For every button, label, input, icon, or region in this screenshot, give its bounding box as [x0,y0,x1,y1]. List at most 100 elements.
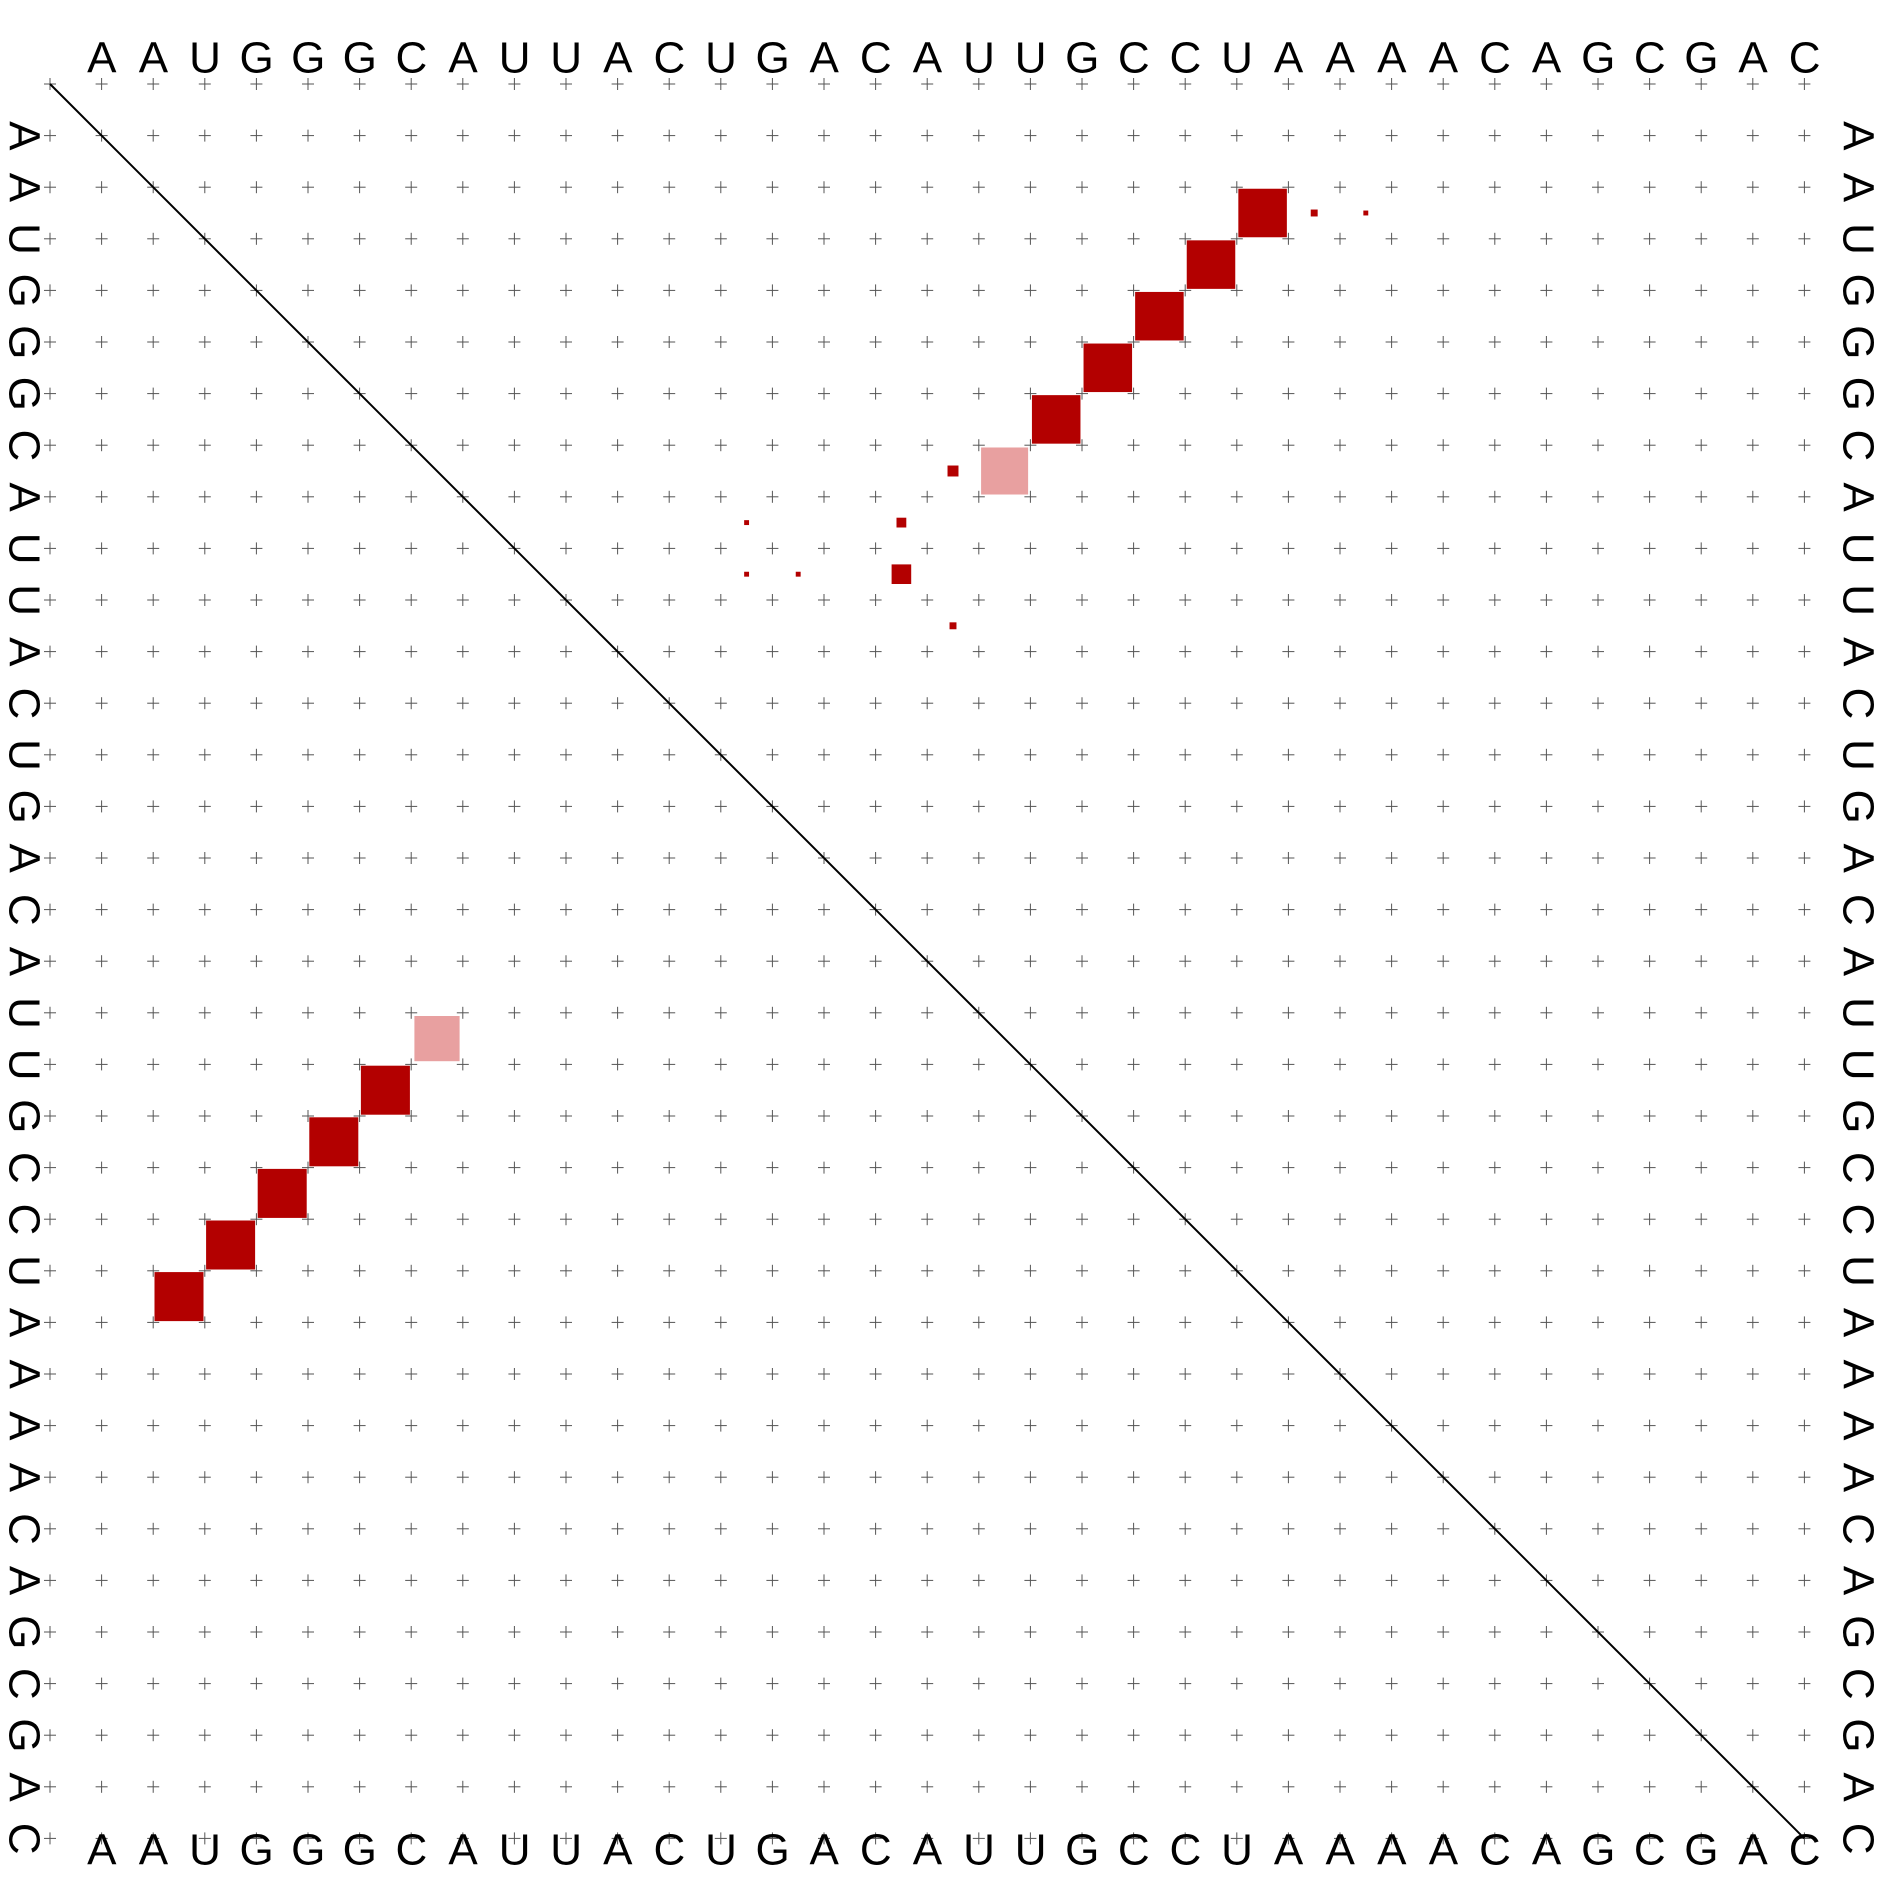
grid-tick [405,181,418,194]
grid-tick [1230,232,1243,245]
grid-tick [147,1522,160,1535]
top-nucleotide-label: A [1326,34,1356,83]
grid-tick [353,903,366,916]
grid-tick [1385,1677,1398,1690]
grid-tick [1127,748,1140,761]
grid-tick [663,1110,676,1122]
grid-tick [611,800,624,813]
grid-tick [405,1110,418,1122]
grid-tick [663,129,676,142]
grid-tick [1488,852,1501,864]
grid-tick [250,232,263,245]
grid-tick [1076,645,1088,658]
grid-tick [663,542,676,555]
grid-tick [95,1471,108,1484]
grid-tick [972,387,985,400]
grid-tick [818,1780,830,1793]
grid-tick [147,852,160,864]
grid-tick [714,903,727,916]
grid-tick [1179,903,1192,916]
grid-tick [663,1368,676,1380]
grid-tick [818,1419,830,1432]
grid-tick [1592,78,1604,90]
grid-tick [508,284,521,297]
grid-tick [302,490,314,503]
right-nucleotide-label: C [1834,894,1883,926]
grid-tick [1334,232,1346,245]
top-nucleotide-label: U [705,34,737,83]
grid-tick [921,1419,934,1432]
grid-tick [456,1780,469,1793]
grid-tick [1076,1161,1088,1174]
grid-tick [1230,955,1243,968]
grid-tick [198,387,211,400]
grid-tick [560,1677,572,1690]
grid-tick [1437,1006,1450,1019]
grid-tick [405,748,418,761]
grid-tick [1334,1110,1346,1122]
grid-tick [250,748,263,761]
grid-tick [147,594,160,606]
grid-tick [972,1626,985,1638]
grid-tick [972,1110,985,1122]
grid-tick [1798,129,1811,142]
grid-tick [972,1522,985,1535]
grid-tick [405,1213,418,1226]
grid-tick [198,800,211,813]
grid-tick [1076,748,1088,761]
grid-tick [1127,490,1140,503]
grid-tick [921,129,934,142]
grid-tick [456,852,469,864]
grid-tick [198,336,211,348]
grid-tick [1488,748,1501,761]
grid-tick [1334,78,1346,90]
grid-tick [44,1471,56,1484]
grid-tick [353,1368,366,1380]
grid-tick [44,852,56,864]
grid-tick [1179,387,1192,400]
grid-tick [1385,1110,1398,1122]
grid-tick [95,800,108,813]
grid-tick [95,1419,108,1432]
grid-tick [1024,1832,1037,1845]
grid-tick [1540,594,1553,606]
grid-tick [972,1161,985,1174]
grid-tick [560,903,572,916]
grid-tick [302,1213,314,1226]
grid-tick [972,439,985,452]
grid-tick [302,903,314,916]
grid-tick [198,1419,211,1432]
top-nucleotide-label: C [1789,34,1821,83]
upper-pair-square [1238,188,1287,238]
grid-tick [1488,439,1501,452]
grid-tick [1076,1006,1088,1019]
grid-tick [972,1729,985,1742]
grid-tick [766,542,779,555]
grid-tick [353,1213,366,1226]
grid-tick [147,1419,160,1432]
grid-tick [250,490,263,503]
grid-tick [1695,852,1708,864]
grid-tick [560,1574,572,1587]
left-nucleotide-label: A [0,844,49,874]
grid-tick [1024,387,1037,400]
grid-tick [1643,748,1656,761]
grid-tick [921,852,934,864]
grid-tick [147,1832,160,1845]
grid-tick [1695,1110,1708,1122]
grid-tick [663,1264,676,1277]
grid-tick [611,181,624,194]
grid-tick [1592,232,1604,245]
right-nucleotide-label: C [1834,1823,1883,1855]
grid-tick [95,1316,108,1329]
grid-tick [818,1574,830,1587]
grid-tick [1540,645,1553,658]
top-nucleotide-label: C [1479,34,1511,83]
grid-tick [1334,387,1346,400]
grid-tick [1334,1729,1346,1742]
top-nucleotide-label: C [1634,34,1666,83]
grid-tick [1592,1110,1604,1122]
grid-tick [714,284,727,297]
grid-tick [1592,336,1604,348]
grid-tick [1798,748,1811,761]
